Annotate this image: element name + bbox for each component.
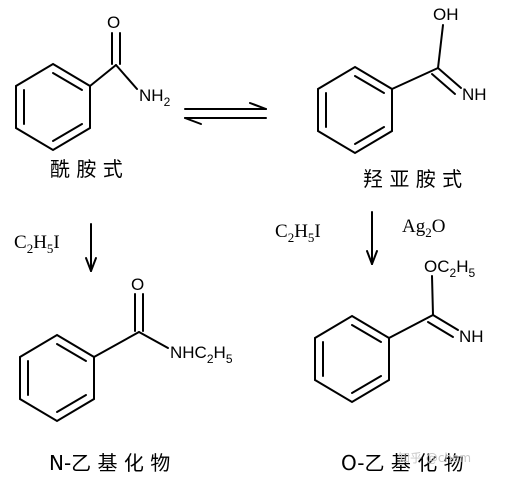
ring-to-carbonyl-bond — [93, 331, 140, 358]
imine-double-bond — [437, 67, 462, 89]
o-ethyl-product-structure: OC2H5 NH O-乙 基 化 物 — [314, 257, 484, 475]
aromatic-double-bond — [351, 375, 382, 394]
forward-arrow-head — [249, 102, 267, 110]
reaction-arrow-head — [85, 257, 92, 272]
carbon-oxygen-bond — [431, 275, 434, 316]
ring-to-carbonyl-bond — [89, 64, 117, 87]
aromatic-double-bond — [56, 343, 87, 362]
amide-oxygen-label: O — [107, 13, 120, 32]
reaction-arrow-head — [90, 257, 97, 272]
equilibrium-arrows — [184, 102, 267, 125]
benzene-ring — [19, 333, 95, 423]
reaction-arrow-head — [366, 250, 373, 265]
reverse-arrow-head — [184, 117, 202, 125]
carbonyl-oxygen-label: O — [131, 275, 144, 294]
amide-form-name: 酰 胺 式 — [50, 157, 123, 181]
imidic-form-name: 羟 亚 胺 式 — [363, 167, 462, 191]
carbon-hydroxyl-bond — [437, 24, 444, 69]
aromatic-double-bond — [354, 126, 385, 145]
watermark: 知乎 @chem — [398, 451, 471, 465]
imidic-acid-structure: OH NH 羟 亚 胺 式 — [317, 5, 487, 191]
imine-double-bond — [427, 321, 454, 338]
right-reaction: C2H5I Ag2O — [275, 211, 445, 265]
hydroxyl-label: OH — [433, 5, 459, 24]
ring-to-carbon-bond — [391, 67, 439, 90]
carbon-nitrogen-bond — [138, 331, 169, 349]
carbon-nitrogen-bond — [115, 64, 138, 90]
aromatic-double-bond — [351, 324, 382, 343]
ethyl-iodide-reagent: C2H5I — [275, 221, 321, 245]
aromatic-double-bond — [354, 75, 385, 94]
n-ethyl-product-structure: O NHC2H5 N-乙 基 化 物 — [19, 275, 233, 475]
left-reaction: C2H5I — [14, 223, 97, 272]
n-ethyl-product-name: N-乙 基 化 物 — [49, 451, 170, 475]
aromatic-double-bond — [56, 394, 87, 413]
amide-nh2-label: NH2 — [139, 86, 171, 109]
benzene-ring — [15, 62, 91, 152]
imine-double-bond — [432, 314, 459, 331]
imine-double-bond — [431, 73, 456, 95]
silver-oxide-reagent: Ag2O — [402, 216, 445, 240]
imine-nh-label: NH — [459, 327, 484, 346]
o-ethyl-product-name: O-乙 基 化 物 — [341, 451, 464, 475]
imine-nh-label: NH — [462, 85, 487, 104]
reaction-arrow-head — [371, 250, 378, 265]
benzene-ring — [314, 314, 390, 404]
aromatic-double-bond — [52, 72, 83, 91]
nhc2h5-label: NHC2H5 — [170, 343, 233, 366]
benzene-ring — [317, 65, 393, 155]
oc2h5-label: OC2H5 — [424, 257, 475, 280]
ring-to-carbon-bond — [388, 314, 434, 339]
aromatic-double-bond — [52, 123, 83, 142]
ethyl-iodide-reagent: C2H5I — [14, 232, 60, 256]
amide-structure: O NH2 酰 胺 式 — [15, 13, 171, 181]
